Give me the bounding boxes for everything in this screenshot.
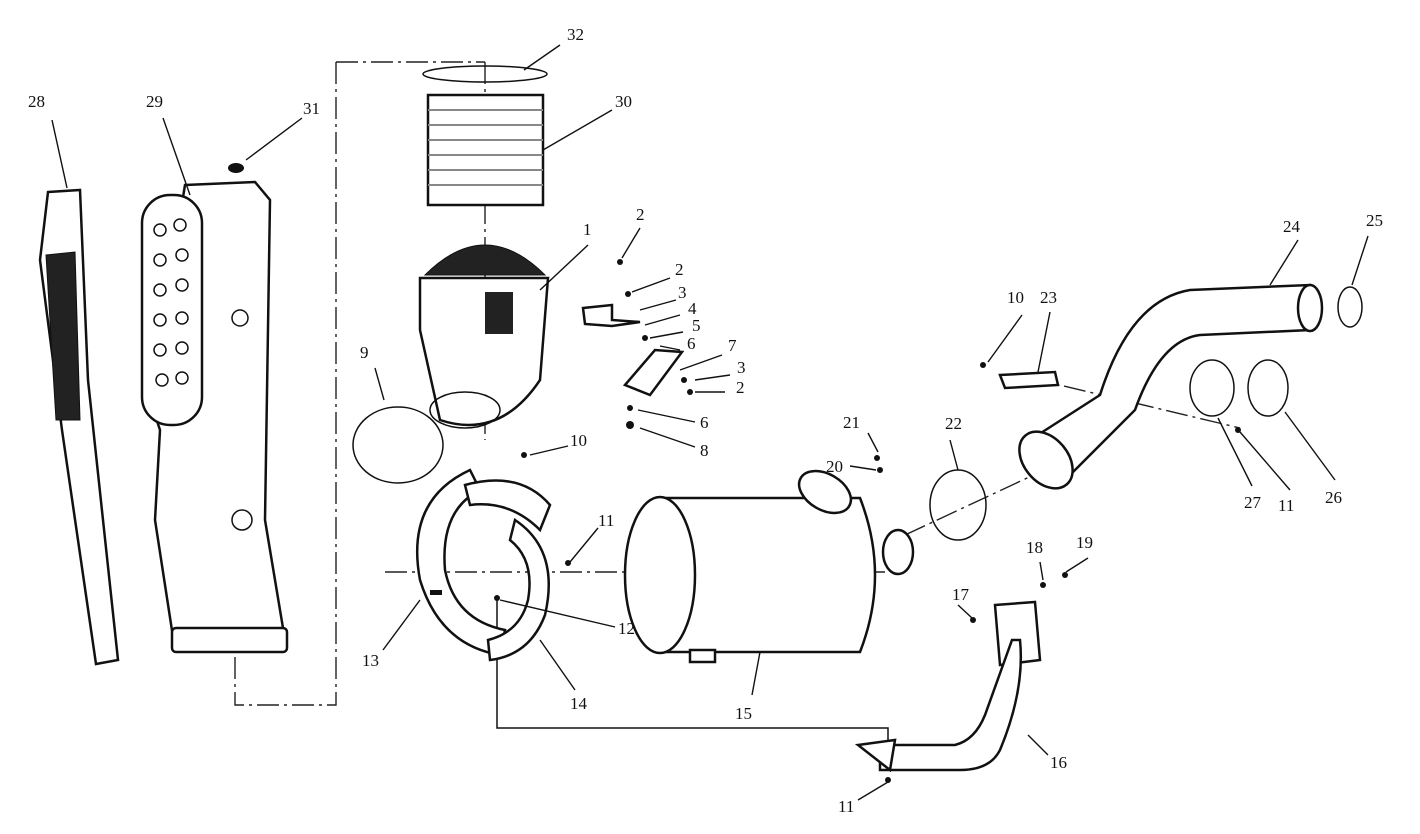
label-3a: 3 [678, 283, 687, 302]
label-13: 13 [362, 651, 379, 670]
part-13-14-mounting-bands [415, 468, 552, 662]
label-6b: 6 [700, 413, 709, 432]
label-11c: 11 [838, 797, 854, 816]
label-11b: 11 [1278, 496, 1294, 515]
part-32-seal-ring [422, 65, 548, 83]
label-11a: 11 [598, 511, 614, 530]
label-3b: 3 [737, 358, 746, 377]
part-25-clamp [1337, 286, 1363, 328]
callout-labels: 32 30 28 29 31 2 1 2 3 4 5 6 7 3 2 6 8 9… [28, 25, 1383, 816]
label-15: 15 [735, 704, 752, 723]
part-29-air-housing [140, 180, 289, 654]
label-10b: 10 [1007, 288, 1024, 307]
fasteners [494, 362, 1241, 783]
leader-lines [51, 44, 1369, 801]
label-10a: 10 [570, 431, 587, 450]
part-15-filter-canister [623, 469, 915, 664]
label-20: 20 [826, 457, 843, 476]
label-7: 7 [728, 336, 737, 355]
label-9: 9 [360, 343, 369, 362]
label-32: 32 [567, 25, 584, 44]
label-24: 24 [1283, 217, 1301, 236]
label-23: 23 [1040, 288, 1057, 307]
bracket-hardware [581, 259, 693, 429]
label-22: 22 [945, 414, 962, 433]
label-21: 21 [843, 413, 860, 432]
label-28: 28 [28, 92, 45, 111]
label-12: 12 [618, 619, 635, 638]
label-6a: 6 [687, 334, 696, 353]
label-2b: 2 [675, 260, 684, 279]
label-30: 30 [615, 92, 632, 111]
label-2a: 2 [636, 205, 645, 224]
part-23-bracket [998, 370, 1060, 390]
label-1: 1 [583, 220, 592, 239]
label-4: 4 [688, 299, 697, 318]
part-1-precleaner-cap [418, 244, 550, 429]
label-5: 5 [692, 316, 701, 335]
label-25: 25 [1366, 211, 1383, 230]
label-18: 18 [1026, 538, 1043, 557]
label-2c: 2 [736, 378, 745, 397]
part-27-clamp [1189, 359, 1235, 417]
part-22-clamp [929, 469, 987, 541]
part-16-exhaust-pipe [854, 600, 1042, 773]
part-30-bellows [426, 93, 545, 207]
label-17: 17 [952, 585, 970, 604]
part-26-ring [1247, 359, 1289, 417]
part-31-plug [228, 163, 244, 173]
part-9-clamp [352, 406, 444, 484]
part-24-intake-pipe [1018, 283, 1324, 490]
label-26: 26 [1325, 488, 1342, 507]
label-14: 14 [570, 694, 588, 713]
label-27: 27 [1244, 493, 1262, 512]
label-8: 8 [700, 441, 709, 460]
label-16: 16 [1050, 753, 1067, 772]
label-19: 19 [1076, 533, 1093, 552]
label-31: 31 [303, 99, 320, 118]
label-29: 29 [146, 92, 163, 111]
part-28-side-panel [38, 188, 120, 666]
